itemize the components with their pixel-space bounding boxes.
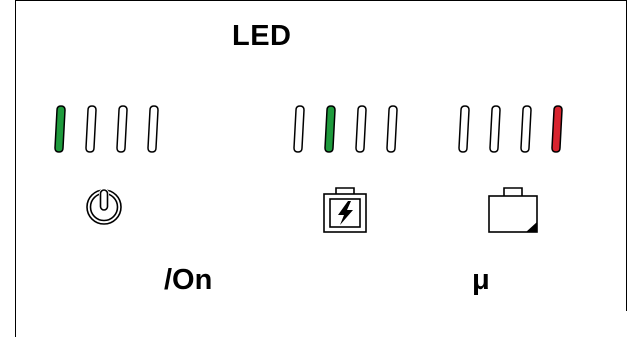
page-title: LED <box>232 20 292 52</box>
led-battery-3 <box>355 105 367 153</box>
power-label: /On <box>164 264 213 296</box>
led-power-1 <box>54 105 66 153</box>
led-power-2 <box>85 105 97 153</box>
led-power-4 <box>147 105 159 153</box>
led-battery-2 <box>324 105 336 153</box>
led-network-2 <box>489 105 501 153</box>
led-network-3 <box>520 105 532 153</box>
led-power-3 <box>116 105 128 153</box>
network-label: μ <box>472 264 490 296</box>
led-network-4 <box>551 105 563 153</box>
led-network-1 <box>458 105 470 153</box>
panel-frame <box>15 0 627 337</box>
battery-charging-icon <box>323 187 367 233</box>
ethernet-port-icon <box>488 187 538 233</box>
led-battery-4 <box>386 105 398 153</box>
led-battery-1 <box>293 105 305 153</box>
power-icon <box>86 189 122 225</box>
